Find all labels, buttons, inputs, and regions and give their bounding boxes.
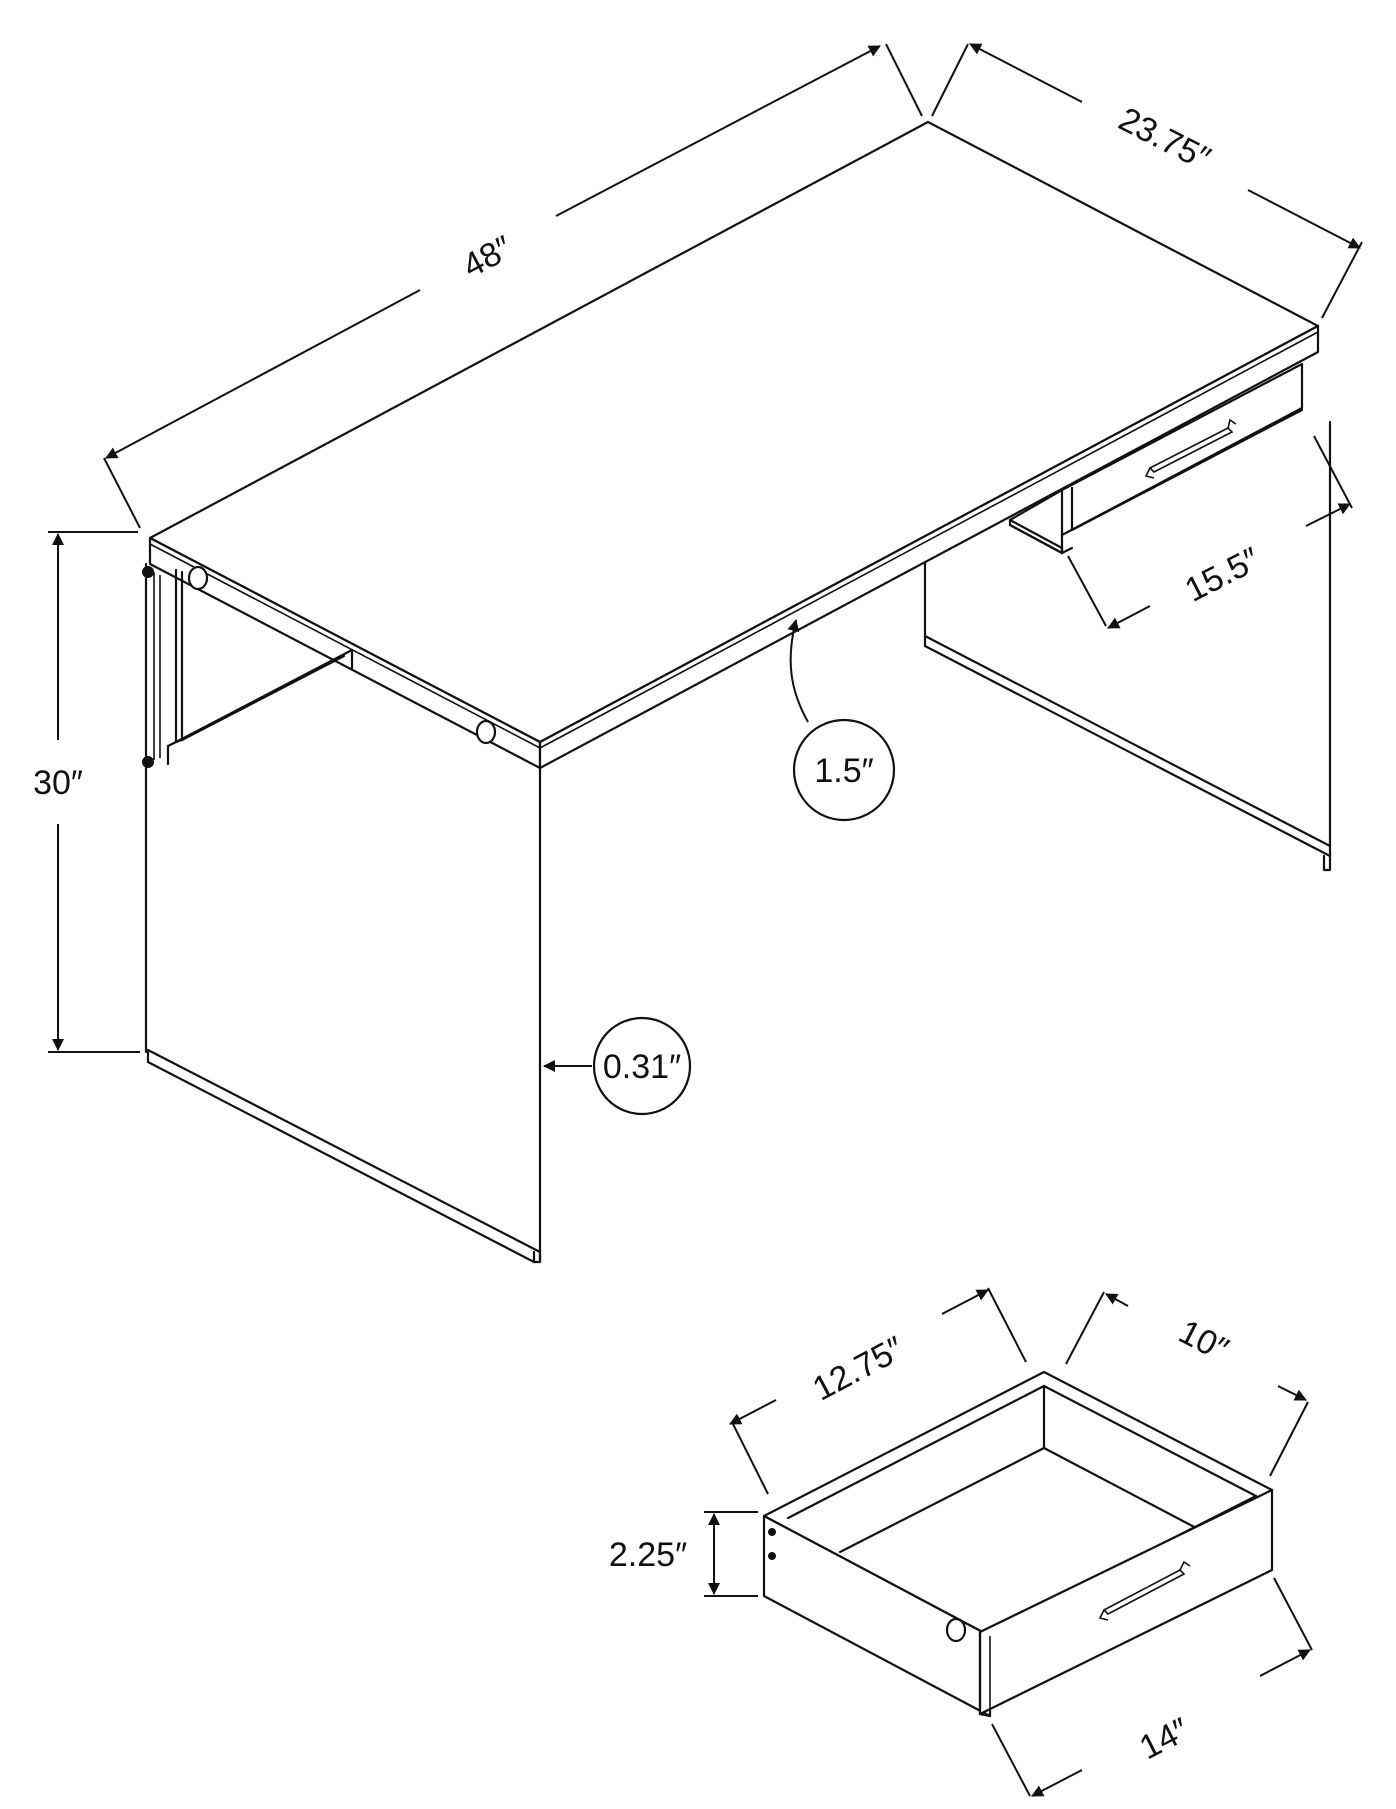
dim-width-48-label: 48″	[457, 229, 519, 286]
front-glass-leg	[144, 562, 542, 1264]
dim-depth-2375	[931, 43, 1363, 319]
dim-drawer-height	[704, 1511, 758, 1597]
drawer-handle	[1144, 418, 1237, 479]
dim-top-thickness	[787, 619, 896, 822]
dim-drawer-height-label: 2.25″	[609, 1536, 687, 1574]
back-glass-leg	[923, 420, 1332, 872]
dim-drawer-depth-label: 12.75″	[807, 1329, 911, 1408]
dim-depth-2375-label: 23.75″	[1113, 100, 1217, 178]
drawer-front-handle	[1098, 1560, 1191, 1621]
dim-top-thickness-label: 1.5″	[814, 752, 873, 790]
dim-drawer-opening-label: 15.5″	[1179, 540, 1266, 609]
dim-drawer-width-label: 10″	[1173, 1313, 1235, 1369]
dim-drawer-opening	[1067, 435, 1353, 629]
dim-drawer-front	[991, 1577, 1313, 1797]
desk-top	[148, 120, 1320, 770]
drawer-box	[762, 1370, 1274, 1718]
dim-drawer-width	[1065, 1291, 1309, 1477]
desk-drawing: 48″ 23.75″ 30″ 1.5″ 0.31″	[33, 43, 1363, 1264]
dim-drawer-front-label: 14″	[1134, 1711, 1196, 1767]
dim-width-48	[103, 43, 923, 529]
dim-glass-thickness-label: 0.31″	[603, 1048, 681, 1086]
bolts	[142, 565, 497, 768]
desk-drawer	[1008, 362, 1304, 555]
drawer-detail: 12.75″ 10″ 14″ 2.25″	[609, 1287, 1313, 1797]
metal-frame	[166, 568, 354, 766]
dim-glass-thickness	[543, 1016, 692, 1116]
dim-height-30-label: 30″	[33, 764, 83, 802]
dim-height-30	[48, 531, 140, 1053]
dim-drawer-depth	[729, 1287, 1027, 1495]
